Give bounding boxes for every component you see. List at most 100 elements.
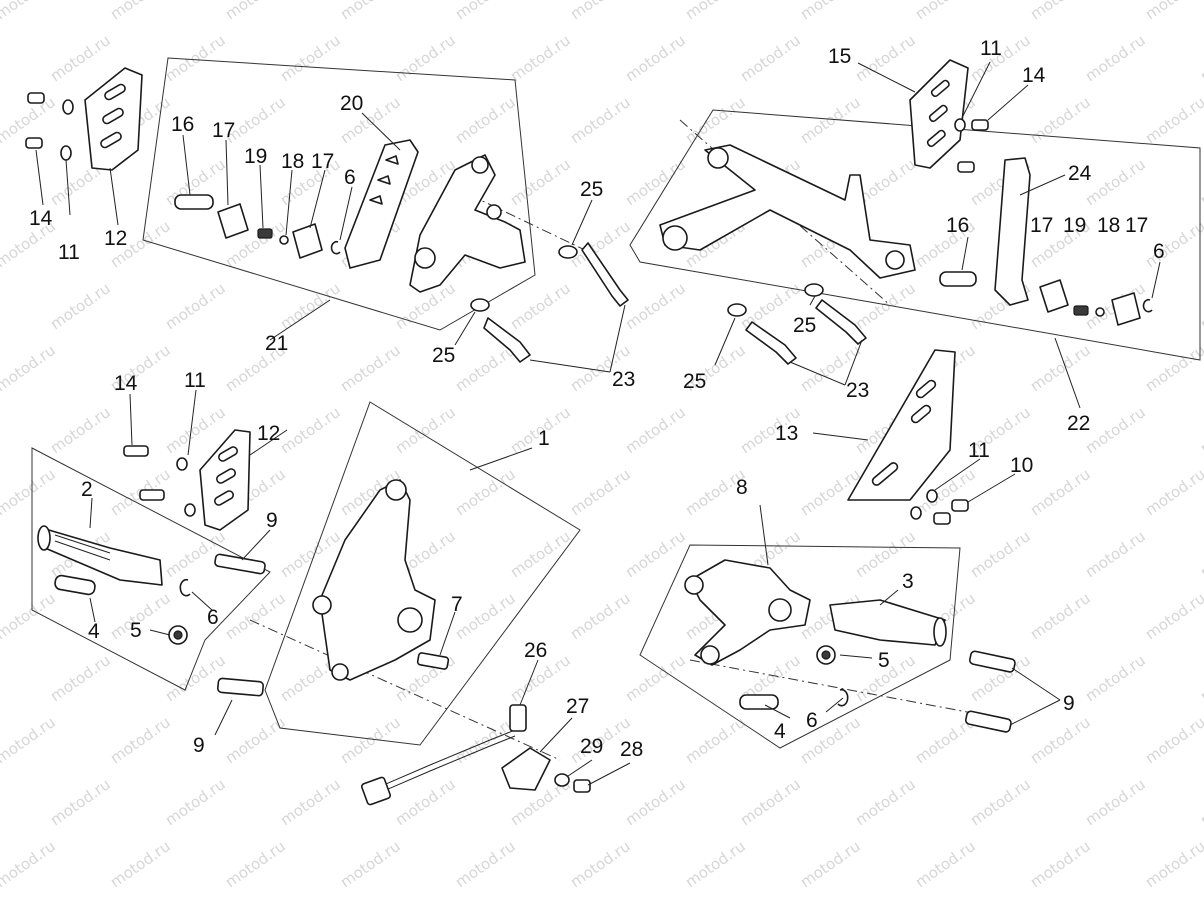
- washer-11-left: [176, 457, 196, 517]
- watermark-text: motod.ru: [567, 837, 634, 891]
- callouts: 15 11 14 24 16 17 19 18 17 6 25 25 23 22…: [29, 37, 1165, 761]
- callout-6-right-peg: 6: [806, 709, 818, 732]
- callout-6-left-peg: 6: [207, 606, 219, 629]
- watermark-text: motod.ru: [47, 279, 114, 333]
- group-outline-22: [629, 109, 1201, 361]
- axis-line-right-peg: [689, 659, 1011, 721]
- callout-23-right: 23: [846, 379, 869, 402]
- callout-6-left: 6: [344, 166, 356, 189]
- watermark-text: motod.ru: [1027, 837, 1094, 891]
- group-outline-8: [639, 544, 961, 749]
- callout-25-right-b: 25: [683, 370, 706, 393]
- watermark-text: motod.ru: [622, 775, 689, 829]
- watermark-text: motod.ru: [852, 279, 919, 333]
- ball-18-right: [1095, 307, 1105, 317]
- callout-9-left-a: 9: [266, 509, 278, 532]
- callout-12-top-left: 12: [104, 227, 127, 250]
- washer-11-top-right: [954, 118, 966, 132]
- watermark-text: motod.ru: [162, 279, 229, 333]
- leader-lines: [35, 61, 1161, 786]
- footpeg-2-left: [37, 525, 163, 586]
- watermark-text: motod.ru: [1082, 155, 1149, 209]
- heel-plate-12-top-left: [84, 67, 143, 171]
- watermark-text: motod.ru: [682, 713, 749, 767]
- watermark-text: motod.ru: [622, 651, 689, 705]
- callout-25-left-b: 25: [432, 344, 455, 367]
- watermark-text: motod.ru: [567, 465, 634, 519]
- callout-17-left-a: 17: [212, 119, 235, 142]
- watermark-text: motod.ru: [47, 31, 114, 85]
- watermark-text: motod.ru: [1197, 403, 1204, 457]
- rearset-bracket-8: [684, 559, 811, 666]
- callout-25-right-a: 25: [793, 314, 816, 337]
- callout-14-left: 14: [114, 372, 138, 395]
- watermark-text: motod.ru: [1197, 651, 1204, 705]
- callout-16-right: 16: [946, 214, 969, 237]
- watermark-text: motod.ru: [622, 155, 689, 209]
- callout-19-right: 19: [1063, 214, 1086, 237]
- watermark-text: motod.ru: [682, 93, 749, 147]
- watermark-text: motod.ru: [107, 0, 174, 23]
- watermark-text: motod.ru: [912, 0, 979, 23]
- watermark-text: motod.ru: [567, 0, 634, 23]
- watermark-text: motod.ru: [1027, 589, 1094, 643]
- watermark-text: motod.ru: [507, 279, 574, 333]
- watermark-text: motod.ru: [1027, 465, 1094, 519]
- callout-15: 15: [828, 45, 851, 68]
- washer-25-right: [727, 283, 824, 317]
- watermark-text: motod.ru: [337, 341, 404, 395]
- bushing-17-left-b: [292, 223, 323, 259]
- pin-4-left: [54, 574, 96, 596]
- watermark-text: motod.ru: [1027, 713, 1094, 767]
- watermark-text: motod.ru: [0, 713, 59, 767]
- screw-14-top-left: [25, 92, 45, 149]
- callout-4-right: 4: [774, 720, 786, 743]
- watermark-text: motod.ru: [797, 0, 864, 23]
- callout-7: 7: [451, 593, 463, 616]
- callout-2: 2: [81, 478, 93, 501]
- watermark-text: motod.ru: [1082, 775, 1149, 829]
- spring-19-right: [1073, 305, 1089, 316]
- callout-18-right: 18: [1097, 214, 1120, 237]
- watermark-text: motod.ru: [507, 31, 574, 85]
- callout-17-left-b: 17: [311, 150, 334, 173]
- callout-21: 21: [265, 332, 288, 355]
- watermark-text: motod.ru: [797, 93, 864, 147]
- watermark-text: motod.ru: [392, 31, 459, 85]
- pin-16-left: [174, 194, 214, 210]
- group-outline-1: [264, 401, 581, 746]
- watermark-text: motod.ru: [0, 589, 59, 643]
- bolt-23-right: [745, 299, 867, 365]
- watermark-text: motod.ru: [967, 775, 1034, 829]
- watermark-text: motod.ru: [222, 589, 289, 643]
- watermark-text: motod.ru: [1142, 0, 1204, 23]
- watermark-text: motod.ru: [622, 403, 689, 457]
- pin-16-right: [939, 271, 977, 287]
- spring-5-right: [816, 645, 836, 665]
- circlip-6-left: [330, 240, 341, 255]
- watermark-text: motod.ru: [277, 31, 344, 85]
- watermark-text: motod.ru: [222, 713, 289, 767]
- washer-11-top-left: [60, 99, 74, 161]
- callout-11-right: 11: [968, 439, 990, 462]
- bracket-22: [659, 144, 916, 279]
- watermark-text: motod.ru: [162, 651, 229, 705]
- watermark-text: motod.ru: [162, 775, 229, 829]
- watermark-text: motod.ru: [567, 93, 634, 147]
- watermark-text: motod.ru: [1197, 775, 1204, 829]
- watermark-text: motod.ru: [737, 31, 804, 85]
- watermark-text: motod.ru: [392, 403, 459, 457]
- watermark-text: motod.ru: [47, 651, 114, 705]
- watermark-text: motod.ru: [852, 775, 919, 829]
- watermark-text: motod.ru: [47, 775, 114, 829]
- watermark-text: motod.ru: [737, 775, 804, 829]
- watermark-text: motod.ru: [452, 713, 519, 767]
- watermark-text: motod.ru: [222, 837, 289, 891]
- callout-19-left: 19: [244, 145, 267, 168]
- circlip-6-right-peg: [837, 688, 849, 707]
- washer-29: [554, 773, 570, 787]
- screw-28: [573, 779, 591, 793]
- watermark-text: motod.ru: [337, 0, 404, 23]
- watermark-text: motod.ru: [452, 837, 519, 891]
